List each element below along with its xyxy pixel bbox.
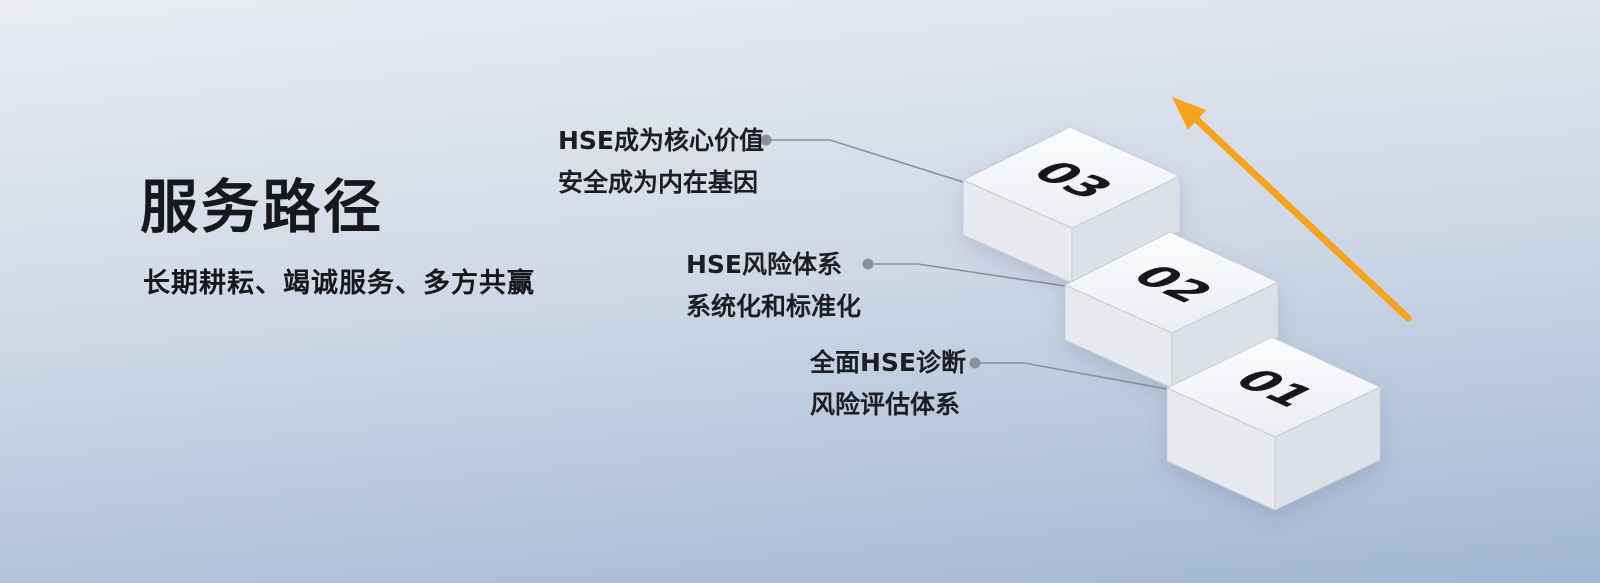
connector-01-line (975, 362, 1168, 390)
page-subtitle: 长期耕耘、竭诚服务、多方共赢 (143, 268, 535, 299)
step-block-03: 03 (962, 126, 1181, 284)
step-02-label-line2: 系统化和标准化 (686, 292, 862, 321)
step-block-01: 01 (1166, 336, 1381, 511)
staircase: 03 02 01 (962, 126, 1381, 511)
step-01-top-face (1166, 336, 1381, 438)
step-01-label: 全面HSE诊断 风险评估体系 (810, 342, 966, 426)
step-03-label: HSE成为核心价值 安全成为内在基因 (558, 120, 764, 204)
step-01-label-line2: 风险评估体系 (810, 390, 961, 419)
growth-arrow-head (1172, 97, 1206, 130)
connector-dot (862, 258, 874, 270)
title-block: 服务路径 长期耕耘、竭诚服务、多方共赢 (140, 178, 535, 300)
connector-03-line (766, 139, 964, 183)
step-03-label-line1: HSE成为核心价值 (558, 126, 765, 155)
step-03-top-face (962, 126, 1181, 229)
connector-03 (760, 134, 964, 183)
step-03-label-line2: 安全成为内在基因 (558, 168, 759, 197)
growth-arrow-icon (1172, 97, 1412, 322)
connector-dot (969, 357, 981, 369)
step-02-label: HSE风险体系 系统化和标准化 (686, 244, 861, 328)
step-02-label-line1: HSE风险体系 (686, 250, 843, 279)
connector-02-line (868, 263, 1066, 287)
step-01-label-line1: 全面HSE诊断 (810, 348, 967, 377)
connector-01 (969, 357, 1168, 390)
connector-02 (862, 258, 1066, 287)
step-block-02: 02 (1064, 231, 1279, 389)
step-02-top-face (1064, 231, 1279, 334)
growth-arrow-shaft (1193, 116, 1412, 322)
page-title: 服务路径 (140, 173, 385, 241)
connector-dot (760, 134, 772, 146)
